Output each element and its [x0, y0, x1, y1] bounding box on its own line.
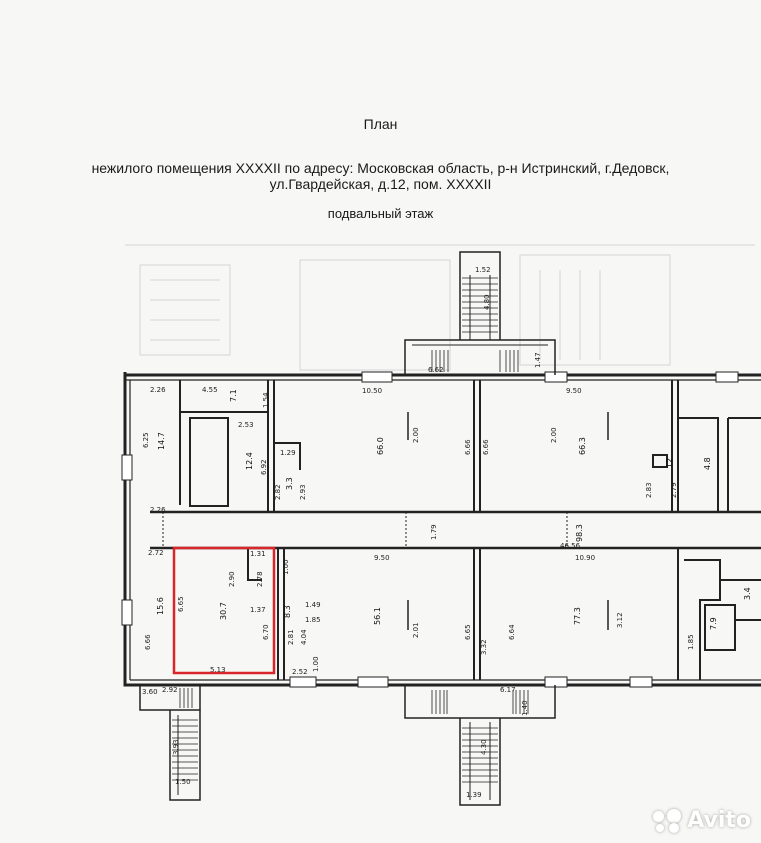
lower-partitions: [247, 548, 761, 680]
dim-label: 2.26: [150, 386, 166, 394]
dim-label: 6.65: [177, 596, 185, 612]
dim-label: 1.29: [280, 449, 296, 457]
left-stair-treads: [172, 688, 198, 781]
dim-label: 1.85: [305, 616, 321, 624]
room-area: 8.3: [283, 605, 292, 618]
room-area: 14.7: [157, 432, 166, 450]
dimension-labels: 2.26 4.55 10.50 9.50 2.53 2.26 2.72 9.50…: [142, 266, 595, 799]
dim-label: 4.55: [202, 386, 218, 394]
bottom-staircase: [404, 685, 556, 806]
dim-label: 4.80: [483, 294, 491, 310]
premises-highlight: [172, 546, 276, 675]
room-area: 66.3: [578, 437, 587, 455]
dim-label: 3.60: [142, 688, 158, 696]
dim-label: 2.92: [162, 686, 178, 694]
dim-label: 2.93: [299, 484, 307, 500]
corridor-walls: [150, 510, 761, 550]
room-area: 66.0: [376, 437, 385, 455]
room-area: 3.3: [285, 477, 294, 490]
room-area: 98.3: [575, 524, 584, 542]
room-area: 4.8: [703, 457, 712, 470]
dim-label: 1.54: [262, 392, 270, 408]
dim-label: 4.30: [480, 739, 488, 755]
plan-title: План: [363, 116, 398, 132]
dim-label: 3.93: [172, 739, 180, 755]
room-area-labels: 7.1 14.7 12.4 3.3 66.0 66.3 4.8 15.6 30.…: [156, 389, 752, 630]
dim-label: 1.31: [250, 550, 266, 558]
dim-label: 9.50: [566, 387, 582, 395]
floor-label: подвальный этаж: [327, 206, 434, 221]
room-area: 3.4: [743, 587, 752, 600]
room-area: 30.7: [219, 602, 228, 620]
dim-label: 1.47: [534, 352, 542, 368]
dim-label: 1.00: [312, 656, 320, 672]
dim-label: 2.26: [150, 506, 166, 514]
dim-label: 2.72: [148, 549, 164, 557]
avito-watermark: Avito: [653, 808, 751, 833]
dim-label: 46.56: [560, 542, 581, 550]
height-marks: [407, 412, 609, 630]
dim-label: 9.50: [374, 554, 390, 562]
dim-label: 3.32: [480, 639, 488, 655]
stair-markings: [446, 350, 514, 714]
dim-label: 2.00: [550, 427, 558, 443]
dim-label: 6.66: [144, 634, 152, 650]
dim-label: 6.65: [464, 624, 472, 640]
dim-label: 1.50: [175, 778, 191, 786]
room-area: 12: [665, 458, 674, 468]
window-marks: [121, 371, 739, 688]
dim-label: 1.85: [687, 634, 695, 650]
dim-label: 1.39: [466, 791, 482, 799]
dim-label: 6.92: [260, 459, 268, 475]
dim-label: 2.53: [238, 421, 254, 429]
dim-label: 6.70: [262, 624, 270, 640]
dim-label: 1.40: [521, 700, 529, 716]
room-area: 77.3: [573, 607, 582, 625]
dim-label: 2.82: [274, 484, 282, 500]
dim-label: 6.66: [464, 439, 472, 455]
dim-label: 2.79: [670, 482, 678, 498]
dim-label: 2.81: [287, 629, 295, 645]
address-line-1: нежилого помещения XXXXII по адресу: Мос…: [91, 160, 670, 176]
room-area: 12.4: [245, 452, 254, 470]
ghost-lines: [125, 244, 755, 371]
top-stair-treads: [431, 277, 519, 372]
dim-label: 10.90: [575, 554, 595, 562]
dim-label: 4.04: [300, 629, 308, 645]
dim-label: 1.00: [282, 559, 290, 575]
dim-label: 6.62: [428, 366, 444, 374]
room-area: 7.1: [229, 389, 238, 402]
door-marks: [162, 512, 568, 548]
avito-brand-text: Avito: [687, 808, 751, 833]
dim-label: 3.12: [616, 612, 624, 628]
dim-label: 1.37: [250, 606, 266, 614]
dim-label: 10.50: [362, 387, 382, 395]
bottom-stair-treads: [431, 690, 529, 783]
dim-label: 6.64: [508, 624, 516, 640]
room-area: 7.9: [709, 617, 718, 630]
dim-label: 1.79: [430, 524, 438, 540]
dim-label: 1.52: [475, 266, 491, 274]
dim-label: 2.83: [645, 482, 653, 498]
address-line-2: ул.Гвардейская, д.12, пом. XXXXII: [269, 176, 492, 192]
dim-label: 2.52: [292, 668, 308, 676]
dim-label: 2.90: [228, 571, 236, 587]
avito-logo-icon: [653, 808, 683, 833]
dim-label: 2.01: [412, 622, 420, 638]
vertical-dimension-labels: 4.80 1.47 1.54 6.25 6.92 2.00 6.66 6.66 …: [142, 294, 695, 755]
dim-label: 6.66: [482, 439, 490, 455]
dim-label: 2.00: [412, 427, 420, 443]
room-area: 15.6: [156, 597, 165, 615]
top-staircase: [404, 251, 556, 375]
upper-partitions: [179, 380, 761, 512]
room-area: 56.1: [373, 607, 382, 625]
dim-label: 1.49: [305, 601, 321, 609]
dim-label: 6.25: [142, 432, 150, 448]
dim-label: 2.78: [256, 571, 264, 587]
dim-label: 6.17: [500, 686, 516, 694]
left-staircase: [139, 685, 201, 801]
dim-label: 5.13: [210, 666, 226, 674]
